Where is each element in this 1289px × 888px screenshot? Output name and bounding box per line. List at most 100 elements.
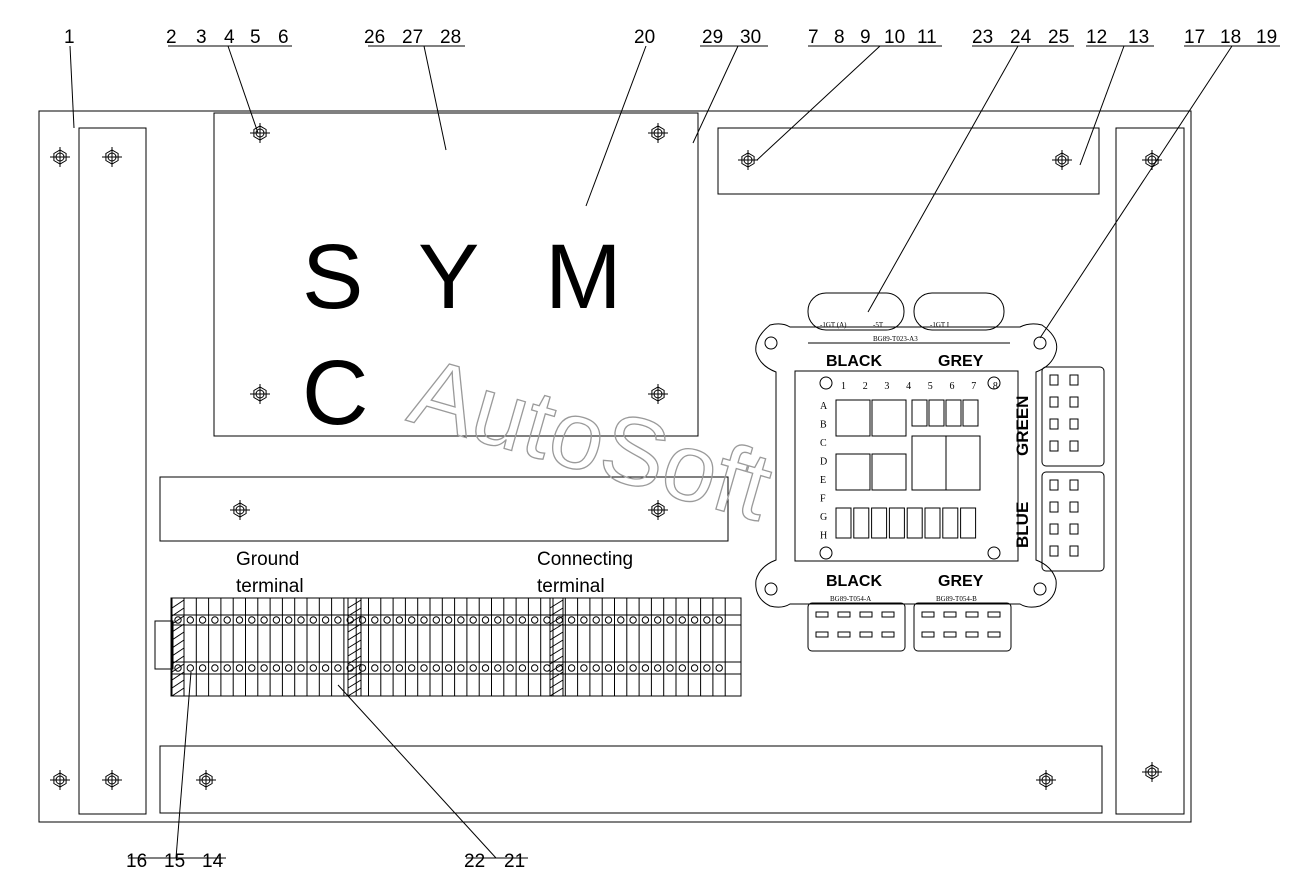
bottom-right-connector — [913, 602, 1012, 652]
callout-6: 6 — [278, 27, 289, 48]
bolt-icon — [1036, 770, 1056, 790]
relay-cell — [911, 435, 947, 491]
logo-letter-m: M — [545, 226, 622, 328]
logo-letters: S Y M C — [302, 226, 622, 444]
bolt-icon — [50, 770, 70, 790]
callout-17: 17 — [1184, 27, 1205, 48]
connecting-terminal-label-line1: Connecting — [537, 549, 633, 570]
callout-29: 29 — [702, 27, 723, 48]
terminal-end-cap — [154, 620, 174, 670]
callout-8: 8 — [834, 27, 845, 48]
leader-lines — [69, 45, 1280, 859]
blue-connector — [1041, 471, 1105, 572]
relay-cells — [835, 399, 981, 539]
grid-row-label: A — [820, 401, 828, 412]
relay-cell — [871, 399, 907, 437]
grid-column-label: 4 — [906, 381, 911, 392]
callout-23: 23 — [972, 27, 993, 48]
bottom-right-part-number: BG89-T054-B — [936, 595, 977, 603]
bolt-icon — [648, 384, 668, 404]
callout-10: 10 — [884, 27, 905, 48]
grid-row-label: G — [820, 512, 827, 523]
bolt-icon — [738, 150, 758, 170]
grid-row-label: H — [820, 531, 827, 542]
grid-column-labels: 1 2 3 4 5 6 7 8 — [841, 381, 998, 392]
grid-row-label: E — [820, 475, 826, 486]
bolt-icon — [648, 500, 668, 520]
callout-24: 24 — [1010, 27, 1032, 48]
callout-4: 4 — [224, 27, 235, 48]
callout-3: 3 — [196, 27, 207, 48]
top-grey-label: GREY — [938, 353, 984, 370]
callout-11: 11 — [917, 27, 937, 48]
callout-18: 18 — [1220, 27, 1241, 48]
grid-column-label: 1 — [841, 381, 846, 392]
fuse-oval-right — [913, 292, 1005, 331]
watermark: AutoSoft — [399, 337, 782, 541]
bolt-icon — [230, 500, 250, 520]
bolt-icon — [648, 123, 668, 143]
relay-cell — [871, 453, 907, 491]
callout-7: 7 — [808, 27, 819, 48]
terminal-block — [154, 597, 742, 697]
grid-column-label: 7 — [971, 381, 976, 392]
bolt-icon — [196, 770, 216, 790]
callout-27: 27 — [402, 27, 423, 48]
ground-terminal-label-line1: Ground — [236, 549, 299, 570]
bottom-left-part-number: BG89-T054-A — [830, 595, 871, 603]
bolt-icon — [102, 147, 122, 167]
bottom-left-connector — [807, 602, 906, 652]
relay-fuse-box: -1GT (A) -5T -1GT I BG89-T023-A3 BLACK G… — [755, 292, 1058, 608]
ground-terminal-label-line2: terminal — [236, 576, 304, 597]
left-rail — [78, 127, 147, 815]
svg-text:-1GT (A): -1GT (A) — [820, 321, 847, 329]
relay-box-body — [755, 323, 1058, 608]
bolt-icon — [50, 147, 70, 167]
callout-22: 22 — [464, 851, 485, 872]
callout-5: 5 — [250, 27, 261, 48]
callout-26: 26 — [364, 27, 385, 48]
callout-13: 13 — [1128, 27, 1149, 48]
bolt-icon — [102, 770, 122, 790]
logo-panel — [213, 112, 699, 437]
callout-12: 12 — [1086, 27, 1107, 48]
logo-letter-c: C — [302, 342, 368, 444]
bolt-icon — [1142, 762, 1162, 782]
svg-text:-5T: -5T — [873, 321, 884, 329]
right-rail — [1115, 127, 1185, 815]
callout-1: 1 — [64, 27, 75, 48]
callout-14: 14 — [202, 851, 224, 872]
callout-numbers: 1 2 3 4 5 6 26 27 28 20 29 30 7 8 9 10 1… — [64, 27, 1277, 872]
side-connectors: GREEN BLUE — [1013, 366, 1105, 572]
bottom-strip — [159, 745, 1103, 814]
grid-column-label: 3 — [884, 381, 889, 392]
callout-15: 15 — [164, 851, 185, 872]
callout-25: 25 — [1048, 27, 1069, 48]
grid-row-label: D — [820, 457, 827, 468]
relay-cell — [945, 435, 981, 491]
grid-column-label: 8 — [993, 381, 998, 392]
grid-column-label: 5 — [928, 381, 933, 392]
callout-21: 21 — [504, 851, 525, 872]
callout-30: 30 — [740, 27, 761, 48]
callout-19: 19 — [1256, 27, 1277, 48]
top-black-label: BLACK — [826, 353, 882, 370]
green-connector — [1041, 366, 1105, 467]
grid-row-label: C — [820, 438, 827, 449]
terminal-block-outline — [170, 597, 742, 697]
logo-letter-s: S — [302, 226, 363, 328]
relay-cell — [835, 399, 871, 437]
callout-16: 16 — [126, 851, 147, 872]
callout-20: 20 — [634, 27, 655, 48]
bolt-icon — [250, 123, 270, 143]
callout-2: 2 — [166, 27, 177, 48]
connecting-terminal-label-line2: terminal — [537, 576, 605, 597]
callout-28: 28 — [440, 27, 461, 48]
bottom-connectors: BG89-T054-A BG89-T054-B — [807, 595, 1012, 652]
top-part-number: BG89-T023-A3 — [873, 335, 918, 343]
grid-column-label: 2 — [863, 381, 868, 392]
grid-column-label: 6 — [950, 381, 955, 392]
blue-label: BLUE — [1013, 502, 1032, 548]
